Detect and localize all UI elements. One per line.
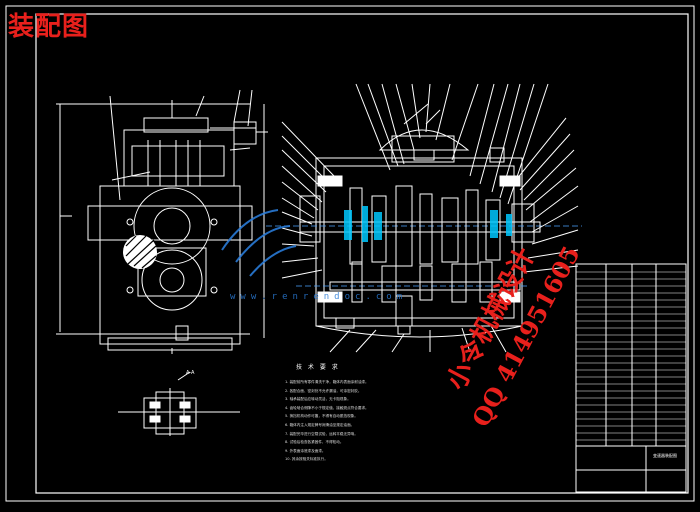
note-line: 10. 其余按相关标准执行。 <box>285 457 328 462</box>
note-line: 7. 装配完毕进行空载试验，运转平稳无异响。 <box>285 431 358 436</box>
title-block <box>575 263 687 493</box>
note-line: 6. 箱体内注入规定牌号润滑油至规定油面。 <box>285 422 355 427</box>
note-line: 9. 外表面涂底漆及面漆。 <box>285 448 326 453</box>
section-label: A-A <box>186 370 195 376</box>
section-view <box>118 371 240 436</box>
cut-hatch <box>125 235 157 269</box>
outer-border <box>5 5 695 502</box>
technical-requirements: 1. 装配前所有零件清洗干净，箱体内表面涂耐油漆。 2. 各配合面、密封处不允许… <box>285 378 445 464</box>
site-watermark: www.renrendoc.com <box>230 292 408 302</box>
logo-mark <box>221 209 297 277</box>
note-line: 2. 各配合面、密封处不允许漏油，可涂密封胶。 <box>285 388 362 393</box>
drawing-title: 装配图 <box>8 12 90 42</box>
note-line: 8. 试验后检查各紧固件，不得松动。 <box>285 440 344 445</box>
note-line: 1. 装配前所有零件清洗干净，箱体内表面涂耐油漆。 <box>285 380 369 384</box>
main-view <box>266 83 582 353</box>
technical-requirements-title: 技 术 要 求 <box>296 364 340 371</box>
inner-border <box>35 13 689 494</box>
bom-rows <box>576 271 686 441</box>
side-view <box>56 89 268 354</box>
note-line: 4. 齿轮啮合侧隙不小于规定值，接触斑点符合要求。 <box>285 405 369 410</box>
note-line: 5. 换挡机构动作可靠，不得有自动脱挡现象。 <box>285 414 358 419</box>
title-block-name: 变速器装配图 <box>653 453 677 458</box>
bearings <box>344 206 512 242</box>
note-line: 3. 轴承装配后应转动灵活，无卡阻现象。 <box>285 397 351 402</box>
